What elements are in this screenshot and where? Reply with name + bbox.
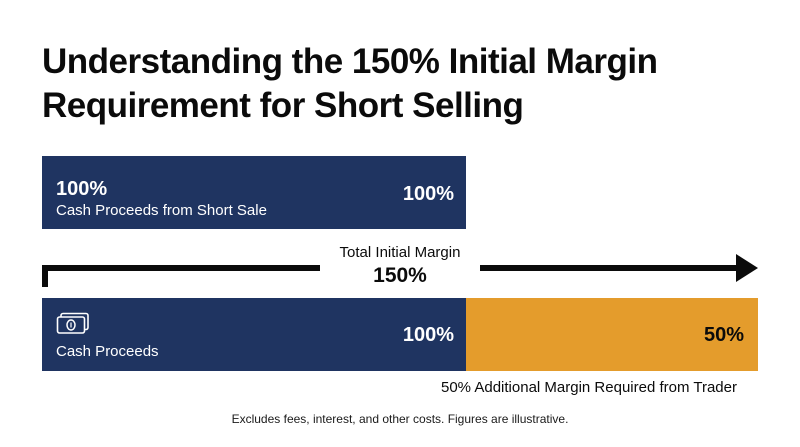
additional-margin-percent: 50% xyxy=(703,324,744,346)
additional-margin-note: 50% Additional Margin Required from Trad… xyxy=(441,379,737,396)
cash-icon xyxy=(56,312,90,336)
short-sale-proceeds-bar: 100% Cash Proceeds from Short Sale 100% xyxy=(42,156,466,229)
arrow-right-icon xyxy=(736,254,758,282)
short-sale-label: Cash Proceeds from Short Sale xyxy=(56,202,267,219)
cash-proceeds-percent: 100% xyxy=(402,324,454,346)
additional-margin-bar: 50% xyxy=(466,298,758,371)
cash-proceeds-label: Cash Proceeds xyxy=(56,343,159,360)
bracket-right-line xyxy=(480,265,738,271)
bracket-left-line xyxy=(42,265,320,271)
total-margin-value: 150% xyxy=(373,264,427,287)
cash-proceeds-bar: Cash Proceeds 100% xyxy=(42,298,466,371)
short-sale-percent-left: 100% xyxy=(56,178,108,200)
bracket-left-tick xyxy=(42,265,48,287)
short-sale-percent-right: 100% xyxy=(402,183,454,205)
page-title: Understanding the 150% Initial Margin Re… xyxy=(42,42,658,125)
total-margin-label: Total Initial Margin xyxy=(339,244,461,261)
footnote: Excludes fees, interest, and other costs… xyxy=(231,412,569,426)
